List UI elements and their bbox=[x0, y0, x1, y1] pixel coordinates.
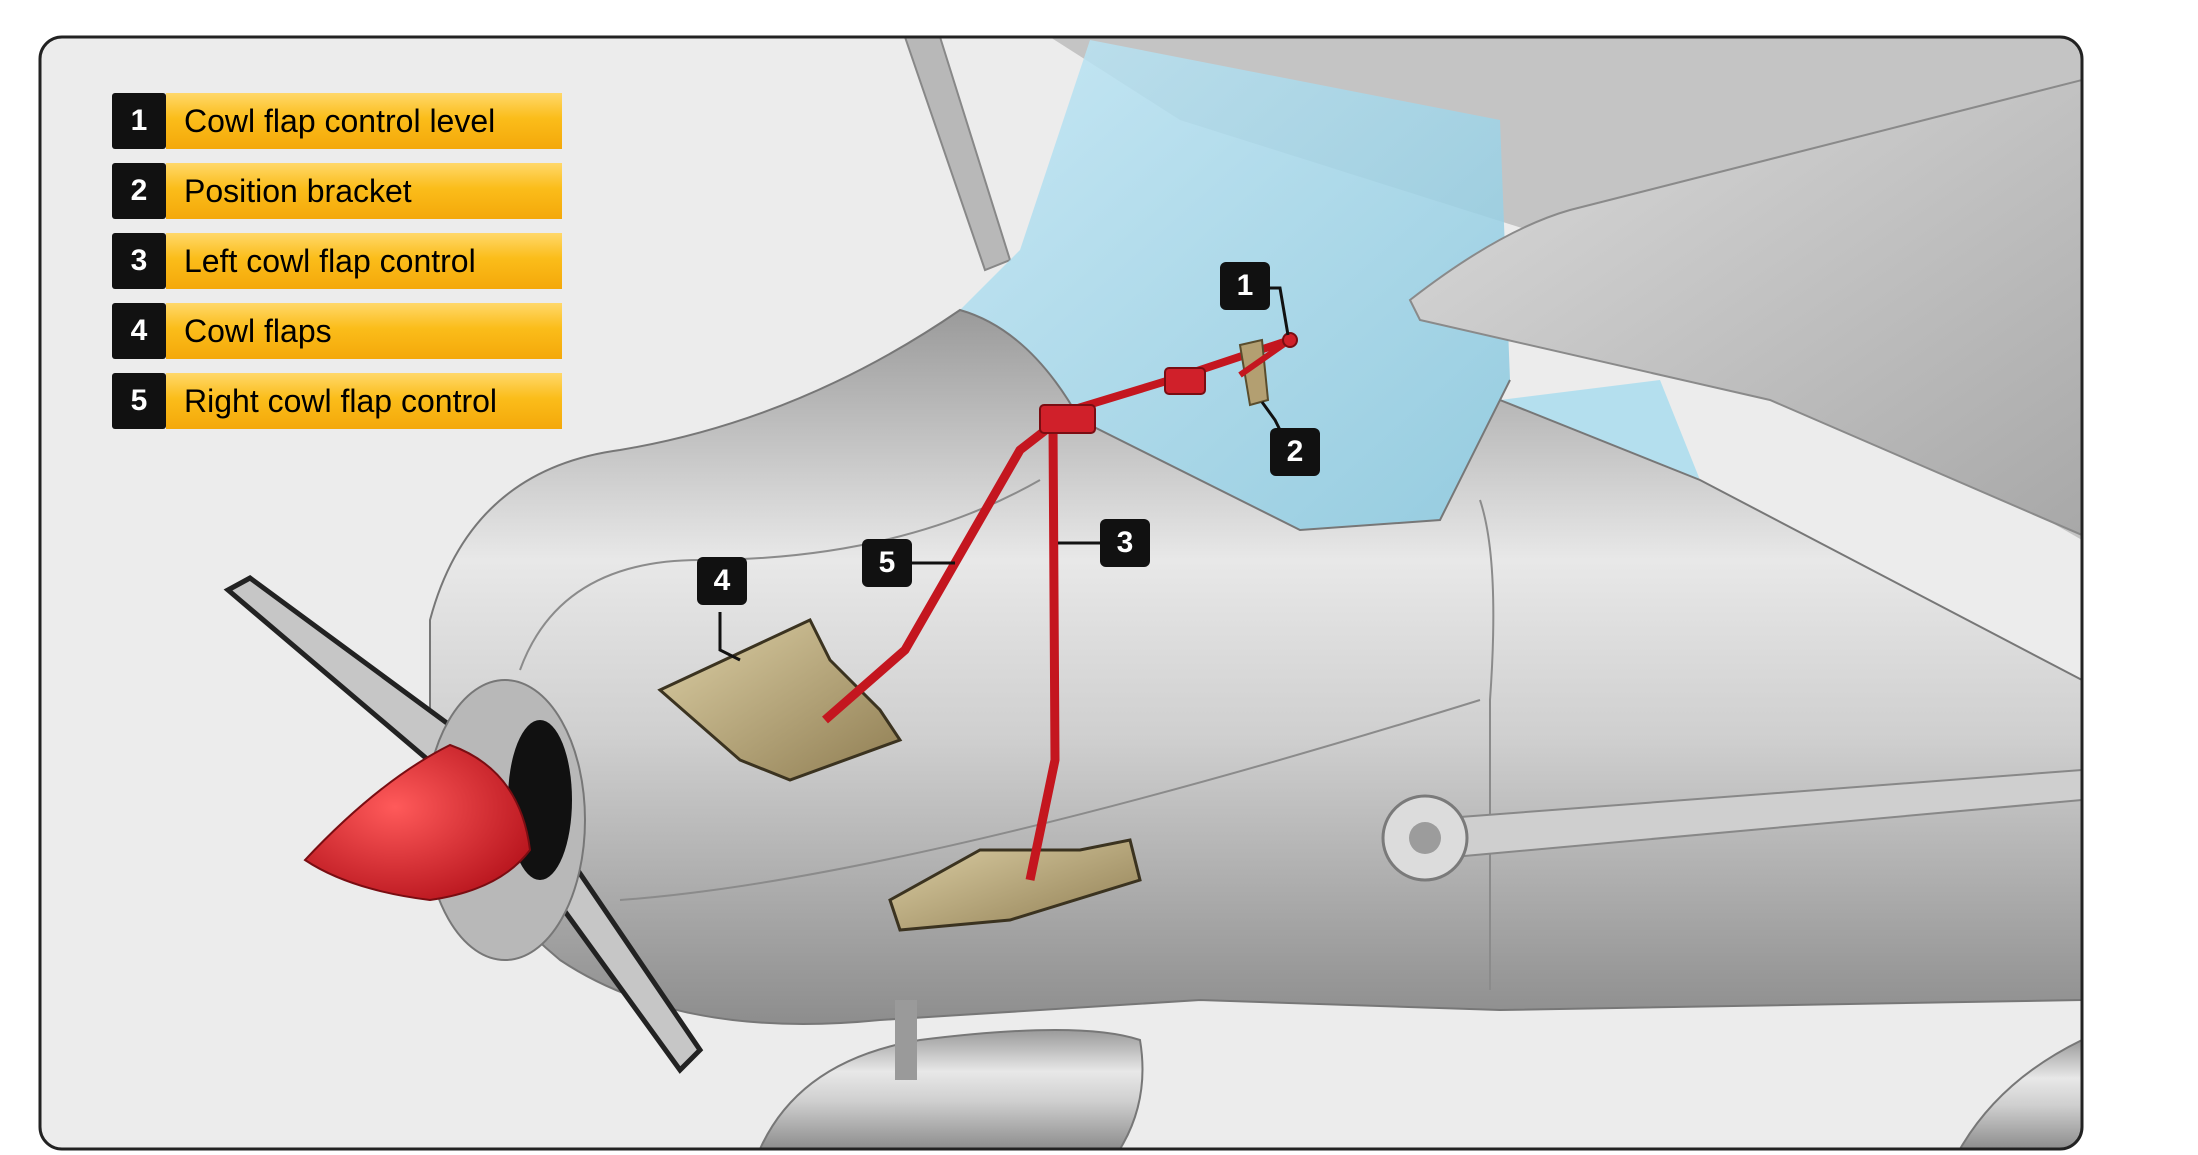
legend-label: Left cowl flap control bbox=[166, 233, 562, 289]
fuselage bbox=[429, 308, 2082, 1025]
cowling-line-lower bbox=[619, 699, 1481, 901]
legend-item: 1 Cowl flap control level bbox=[112, 93, 562, 149]
legend-item: 5 Right cowl flap control bbox=[112, 373, 562, 429]
wheel-pant-left bbox=[758, 1029, 1144, 1149]
cowl-flap-upper bbox=[657, 618, 903, 782]
legend-item: 4 Cowl flaps bbox=[112, 303, 562, 359]
callout-3: 3 bbox=[1100, 519, 1150, 567]
door-line bbox=[1479, 499, 1495, 990]
strut-fitting-center bbox=[1409, 822, 1441, 854]
legend-number: 1 bbox=[112, 93, 166, 149]
legend-label: Cowl flap control level bbox=[166, 93, 562, 149]
gear-leg-left bbox=[895, 1000, 917, 1080]
left-cowl-flap-control-rod bbox=[1025, 424, 1060, 881]
main-wing bbox=[1408, 78, 2082, 537]
leader-1 bbox=[1270, 286, 1290, 336]
legend-item: 3 Left cowl flap control bbox=[112, 233, 562, 289]
leader-2 bbox=[1260, 401, 1282, 431]
cowl-flap-lower bbox=[888, 838, 1142, 932]
legend-number: 3 bbox=[112, 233, 166, 289]
frame-border bbox=[38, 35, 2084, 1151]
control-junction bbox=[1039, 404, 1096, 434]
callout-5: 5 bbox=[862, 539, 912, 587]
legend-item: 2 Position bracket bbox=[112, 163, 562, 219]
leader-4 bbox=[718, 612, 741, 662]
legend-number: 4 bbox=[112, 303, 166, 359]
control-slider bbox=[1164, 367, 1206, 395]
position-bracket bbox=[1238, 338, 1270, 407]
cowl-flap-control-lever bbox=[1238, 337, 1292, 378]
legend-label: Position bracket bbox=[166, 163, 562, 219]
lever-knob bbox=[1282, 332, 1298, 348]
callout-2: 2 bbox=[1270, 428, 1320, 476]
callout-1: 1 bbox=[1220, 262, 1270, 310]
legend-label: Right cowl flap control bbox=[166, 373, 562, 429]
legend-number: 2 bbox=[112, 163, 166, 219]
spinner bbox=[303, 743, 532, 902]
legend: 1 Cowl flap control level 2 Position bra… bbox=[112, 93, 562, 443]
legend-number: 5 bbox=[112, 373, 166, 429]
legend-label: Cowl flaps bbox=[166, 303, 562, 359]
callout-4: 4 bbox=[697, 557, 747, 605]
